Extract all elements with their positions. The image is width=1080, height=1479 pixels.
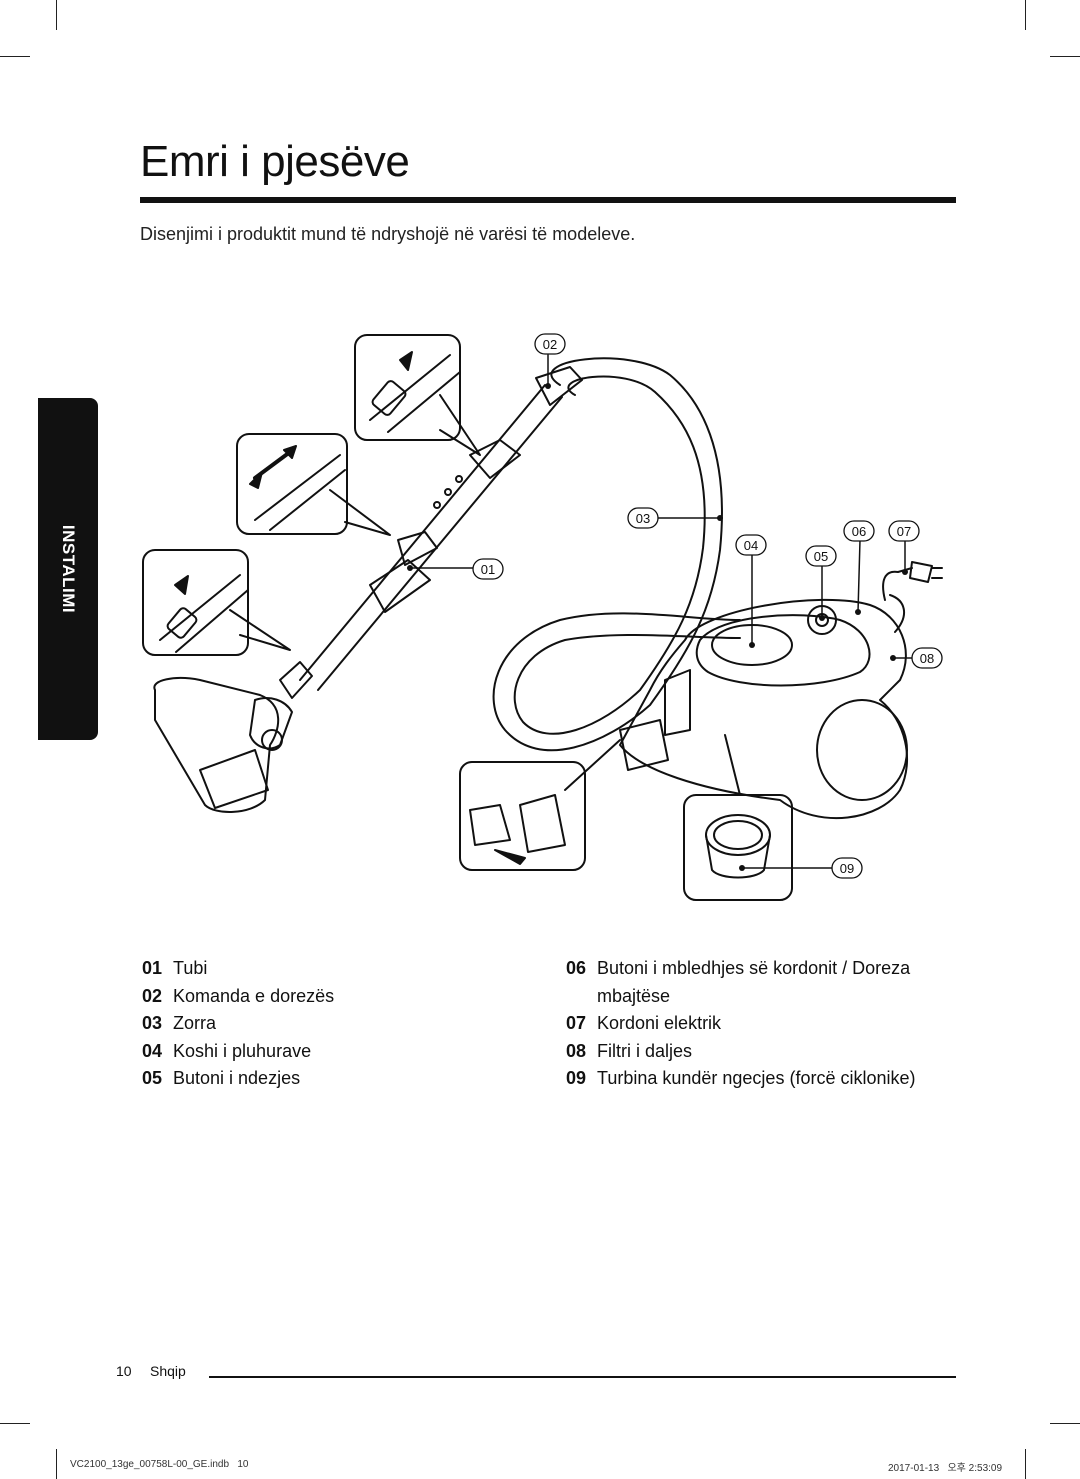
footer-divider [209,1376,956,1378]
part-label: Butoni i ndezjes [173,1068,301,1089]
hose [492,357,741,752]
list-item: 03 Zorra [142,1010,482,1038]
page-subtitle: Disenjimi i produktit mund të ndryshojë … [140,224,636,244]
callout-04: 04 [744,538,758,553]
inset-telescopic-tube [236,433,391,536]
callout-09: 09 [840,861,854,876]
list-item: 04 Koshi i pluhurave [142,1038,482,1066]
crop-mark [0,56,30,57]
part-label: Turbina kundër ngecjes (forcë ciklonike) [597,1068,916,1089]
list-item: 06 Butoni i mbledhjes së kordonit / Dorez… [566,955,946,1010]
crop-mark [56,0,57,30]
list-item: 01 Tubi [142,955,482,983]
crop-mark [1050,1423,1080,1424]
parts-list-right: 06 Butoni i mbledhjes së kordonit / Dorez… [566,955,946,1093]
part-number: 08 [566,1040,587,1061]
part-number: 03 [142,1013,163,1034]
part-label: Koshi i pluhurave [173,1040,312,1061]
part-number: 04 [142,1040,163,1061]
callout-08: 08 [920,651,934,666]
leader-lines [409,354,913,869]
inset-cyclone-filter [683,734,793,901]
list-item: 09 Turbina kundër ngecjes (forcë ciklonik… [566,1065,946,1093]
inset-hose-connector [459,739,621,871]
callout-07: 07 [897,524,911,539]
callout-05: 05 [814,549,828,564]
part-number: 02 [142,985,163,1006]
leader-dots [407,383,908,871]
parts-list-left: 01 Tubi 02 Komanda e dorezës 03 Zorra 04 Kos… [142,955,482,1093]
part-label: Tubi [173,958,208,978]
inset-handle-control [354,334,481,456]
crop-mark [0,1423,30,1424]
section-side-tab-label: INSTALIMI [59,524,78,614]
wand-tube [299,366,583,691]
callout-01: 01 [481,562,495,577]
part-label: Komanda e dorezës [173,985,335,1006]
part-number: 06 [566,958,587,978]
crop-mark [1050,56,1080,57]
footer-language: Shqip [150,1363,186,1379]
print-slug-file: VC2100_13ge_00758L-00_GE.indb 10 [70,1459,249,1470]
title-divider [140,197,956,203]
crop-mark [56,1449,57,1479]
vacuum-parts-diagram: 02 01 03 04 05 06 07 08 09 [142,333,943,901]
list-item: 08 Filtri i daljes [566,1038,946,1066]
floor-brush [153,661,313,813]
part-number: 05 [142,1068,163,1089]
page-number: 10 [116,1363,132,1379]
part-number: 01 [142,958,163,978]
part-label: Filtri i daljes [597,1040,693,1061]
callout-02: 02 [543,337,557,352]
section-side-tab [38,398,98,740]
crop-mark [1025,1449,1026,1479]
list-item: 02 Komanda e dorezës [142,983,482,1011]
part-number: 07 [566,1013,587,1034]
part-label: Butoni i mbledhjes së kordonit / Doreza … [597,958,911,1006]
part-label: Kordoni elektrik [597,1013,722,1034]
inset-brush-pedal [142,549,291,656]
callout-06: 06 [852,524,866,539]
part-number: 09 [566,1068,587,1089]
page-title: Emri i pjesëve [140,137,410,186]
crop-mark [1025,0,1026,30]
list-item: 07 Kordoni elektrik [566,1010,946,1038]
vacuum-canister [619,598,908,820]
power-cord [882,561,943,633]
callout-03: 03 [636,511,650,526]
print-slug-date: 2017-01-13 오후 2:53:09 [888,1463,1003,1474]
list-item: 05 Butoni i ndezjes [142,1065,482,1093]
part-label: Zorra [173,1013,217,1034]
